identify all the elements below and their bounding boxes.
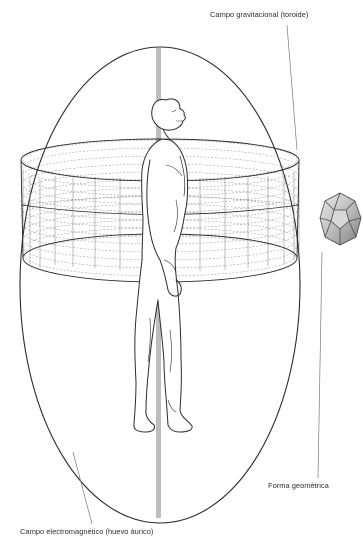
toroid-leader-line <box>287 25 297 150</box>
toroid-label: Campo gravitacional (toroide) <box>210 10 308 19</box>
geometric-form-label: Forma geométrica <box>268 481 329 490</box>
dodecahedron-icon <box>320 193 361 245</box>
human-figure-icon <box>134 99 192 432</box>
aura-leader-line <box>73 452 92 524</box>
aura-label: Campo electromagnético (huevo áurico) <box>20 527 153 536</box>
geometric-leader-line <box>318 252 322 478</box>
